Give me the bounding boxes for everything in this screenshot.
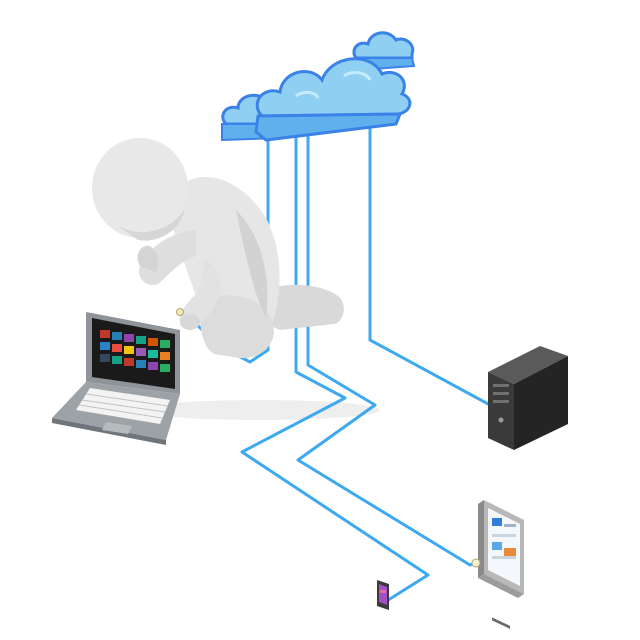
person-figure xyxy=(92,138,344,359)
laptop-connector xyxy=(176,308,184,316)
tablet-screen xyxy=(488,508,520,586)
figure-hand xyxy=(180,314,200,330)
desktop-tower-icon xyxy=(488,346,568,629)
tower-power-button xyxy=(498,417,504,423)
tower-front xyxy=(488,372,514,450)
tablet-icon xyxy=(478,500,524,598)
tower-side xyxy=(514,356,568,450)
cable-to-tablet xyxy=(296,118,484,567)
laptop-icon xyxy=(52,312,180,445)
cloud-icon xyxy=(221,31,416,142)
cable-to-phone xyxy=(240,123,430,604)
cloud-small-right xyxy=(352,31,415,60)
floor-shadow xyxy=(140,400,380,420)
figure-right-arm xyxy=(179,258,221,327)
tower-top xyxy=(488,346,568,384)
laptop-screen-tiles xyxy=(100,330,170,372)
figure-back-leg xyxy=(260,284,344,330)
figure-head xyxy=(92,138,188,238)
figure-left-arm xyxy=(139,230,196,285)
cable-to-tower xyxy=(368,93,492,407)
cloud-main xyxy=(255,57,412,118)
laptop-touchpad xyxy=(102,422,132,434)
tablet-connector xyxy=(471,558,481,568)
smartphone-icon xyxy=(377,580,389,610)
tablet-screen-content xyxy=(492,518,516,559)
phone-screen xyxy=(379,584,387,605)
figure-front-leg xyxy=(200,295,274,359)
